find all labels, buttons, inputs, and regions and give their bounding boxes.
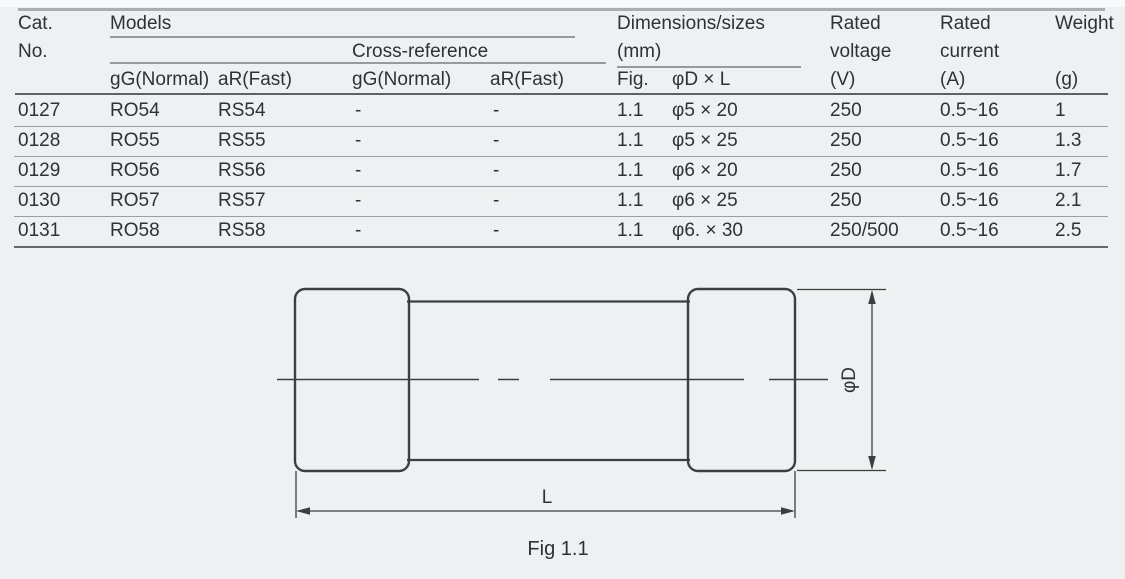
cell-rated-voltage: 250 [830, 190, 862, 211]
cell-rated-current: 0.5~16 [940, 160, 999, 181]
table-row: 0130 RO57 RS57 - - 1.1 φ6 × 25 250 0.5~1… [14, 186, 1108, 217]
header-cat: Cat. [18, 13, 53, 34]
cell-cat-no: 0129 [18, 160, 61, 181]
cell-model-ar: RS57 [218, 190, 266, 211]
cell-model-gg: RO55 [110, 130, 160, 151]
header-rated-current: Rated [940, 13, 991, 34]
cell-size: φ5 × 25 [672, 130, 738, 151]
header-dimensions-group: Dimensions/sizes [617, 13, 765, 34]
header-rated-current-line2: current [940, 41, 1000, 62]
cell-cross-gg: - [355, 220, 362, 241]
length-arrow-left-icon [296, 507, 310, 515]
dimensions-underline [617, 66, 801, 68]
cell-weight: 2.1 [1055, 190, 1082, 211]
subheader-ar-fast: aR(Fast) [218, 69, 292, 90]
subheader-fig: Fig. [617, 69, 649, 90]
cell-cross-gg: - [355, 130, 362, 151]
header-bottom-rule [15, 93, 1108, 95]
cell-weight: 1 [1055, 100, 1066, 121]
header-rated-voltage-line2: voltage [830, 41, 892, 62]
cell-fig: 1.1 [617, 100, 644, 121]
cell-cross-ar: - [493, 100, 500, 121]
header-cross-reference-group: Cross-reference [352, 41, 489, 62]
diameter-dimension-lines [797, 288, 886, 472]
header-rated-voltage: Rated [830, 13, 881, 34]
header-weight: Weight [1055, 13, 1114, 34]
subheader-d-by-l: φD × L [672, 69, 731, 90]
cell-model-gg: RO56 [110, 160, 160, 181]
cell-rated-voltage: 250/500 [830, 220, 899, 241]
cell-size: φ5 × 20 [672, 100, 738, 121]
top-margin-strip [0, 0, 1125, 7]
subheader-cross-ar-fast: aR(Fast) [490, 69, 564, 90]
header-no: No. [18, 41, 48, 62]
cell-rated-current: 0.5~16 [940, 130, 999, 151]
cell-cat-no: 0130 [18, 190, 61, 211]
cell-size: φ6. × 30 [672, 220, 743, 241]
subheader-voltage-unit: (V) [830, 69, 856, 90]
header-models-group: Models [110, 13, 172, 34]
length-dimension-lines [295, 471, 796, 518]
cell-rated-current: 0.5~16 [940, 100, 999, 121]
cell-fig: 1.1 [617, 160, 644, 181]
cell-cross-gg: - [355, 190, 362, 211]
length-label: L [542, 487, 553, 508]
cell-weight: 1.3 [1055, 130, 1082, 151]
cell-cross-gg: - [355, 100, 362, 121]
table-row: 0127 RO54 RS54 - - 1.1 φ5 × 20 250 0.5~1… [14, 96, 1108, 127]
cell-model-ar: RS58 [218, 220, 266, 241]
subheader-cross-gg-normal: gG(Normal) [352, 69, 452, 90]
table-row: 0131 RO58 RS58 - - 1.1 φ6. × 30 250/500 … [14, 216, 1108, 248]
subheader-gg-normal: gG(Normal) [110, 69, 210, 90]
cell-rated-current: 0.5~16 [940, 190, 999, 211]
cell-cross-gg: - [355, 160, 362, 181]
subheader-current-unit: (A) [940, 69, 966, 90]
cell-model-gg: RO58 [110, 220, 160, 241]
cell-model-gg: RO57 [110, 190, 160, 211]
cell-cat-no: 0131 [18, 220, 61, 241]
cell-model-ar: RS56 [218, 160, 266, 181]
subheader-weight-unit: (g) [1055, 69, 1079, 90]
diameter-label: φD [839, 367, 860, 393]
models-group-underline [110, 36, 575, 38]
cell-cross-ar: - [493, 220, 500, 241]
cell-rated-voltage: 250 [830, 130, 862, 151]
cell-model-ar: RS54 [218, 100, 266, 121]
cell-cat-no: 0127 [18, 100, 61, 121]
figure-caption: Fig 1.1 [527, 538, 588, 560]
length-arrow-right-icon [781, 507, 795, 515]
cell-weight: 1.7 [1055, 160, 1082, 181]
cell-model-gg: RO54 [110, 100, 160, 121]
table-top-rule [18, 8, 1105, 11]
cell-fig: 1.1 [617, 130, 644, 151]
cell-size: φ6 × 20 [672, 160, 738, 181]
diameter-arrow-up-icon [868, 290, 876, 304]
cell-model-ar: RS55 [218, 130, 266, 151]
cell-fig: 1.1 [617, 190, 644, 211]
diameter-arrow-down-icon [868, 456, 876, 470]
cell-cross-ar: - [493, 190, 500, 211]
table-row: 0128 RO55 RS55 - - 1.1 φ5 × 25 250 0.5~1… [14, 126, 1108, 157]
cell-rated-voltage: 250 [830, 160, 862, 181]
table-row: 0129 RO56 RS56 - - 1.1 φ6 × 20 250 0.5~1… [14, 156, 1108, 187]
cell-rated-current: 0.5~16 [940, 220, 999, 241]
cell-rated-voltage: 250 [830, 100, 862, 121]
header-dimensions-unit: (mm) [617, 41, 662, 62]
cell-cross-ar: - [493, 130, 500, 151]
cell-cat-no: 0128 [18, 130, 61, 151]
cross-reference-underline [110, 62, 606, 64]
cell-cross-ar: - [493, 160, 500, 181]
cell-fig: 1.1 [617, 220, 644, 241]
cell-size: φ6 × 25 [672, 190, 738, 211]
cell-weight: 2.5 [1055, 220, 1082, 241]
